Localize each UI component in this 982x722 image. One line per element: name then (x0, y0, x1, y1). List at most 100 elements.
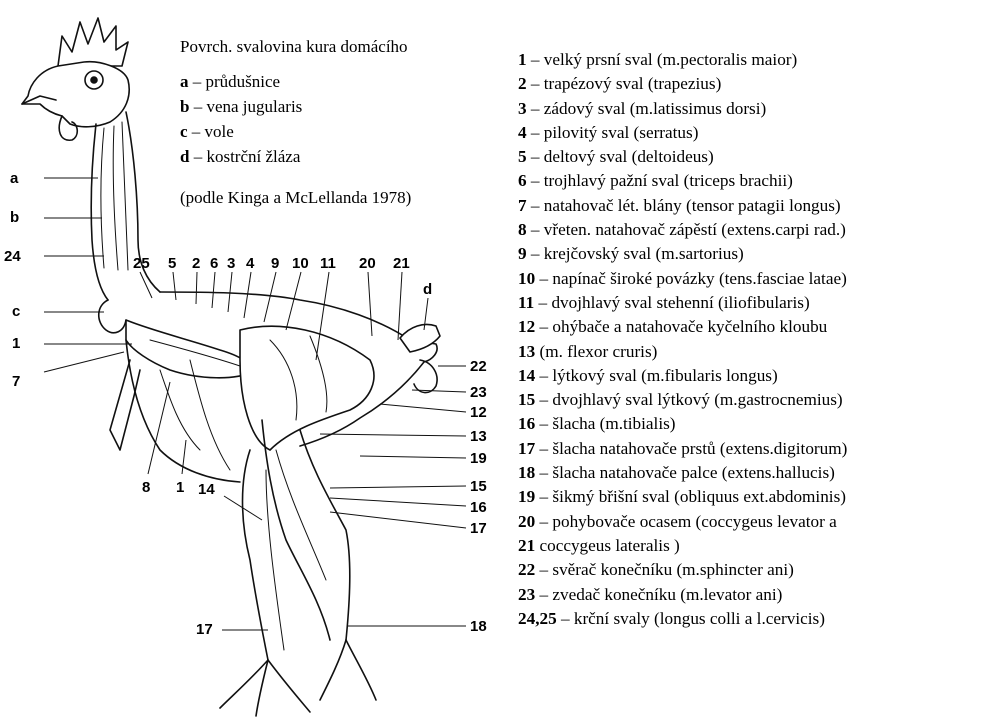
legend-text: vřeten. natahovač zápěstí (extens.carpi … (544, 220, 846, 239)
caption-key: a (180, 72, 189, 91)
legend-item: 11 – dvojhlavý sval stehenní (iliofibula… (518, 291, 847, 315)
label-12: 12 (470, 405, 487, 420)
label-9: 9 (271, 256, 279, 271)
label-10: 10 (292, 256, 309, 271)
legend-text: trapézový sval (trapezius) (544, 74, 722, 93)
caption-item: d – kostrční žláza (180, 144, 411, 169)
legend-number: 13 (518, 342, 535, 361)
legend-number: 9 (518, 244, 527, 263)
legend-item: 18 – šlacha natahovače palce (extens.hal… (518, 461, 847, 485)
legend-item: 6 – trojhlavý pažní sval (triceps brachi… (518, 169, 847, 193)
legend-item: 21 coccygeus lateralis ) (518, 534, 847, 558)
label-14: 14 (198, 482, 215, 497)
legend-text: krční svaly (longus colli a l.cervicis) (574, 609, 825, 628)
legend-item: 12 – ohýbače a natahovače kyčelního klou… (518, 315, 847, 339)
legend-item: 22 – svěrač konečníku (m.sphincter ani) (518, 558, 847, 582)
legend-number: 19 (518, 487, 535, 506)
legend-text: pohybovače ocasem (coccygeus levator a (552, 512, 836, 531)
label-d: d (423, 282, 432, 297)
legend-number: 12 (518, 317, 535, 336)
legend-text: (m. flexor cruris) (539, 342, 657, 361)
legend-text: velký prsní sval (m.pectoralis maior) (544, 50, 797, 69)
legend-number: 17 (518, 439, 535, 458)
legend-number: 7 (518, 196, 527, 215)
label-21: 21 (393, 256, 410, 271)
label-24: 24 (4, 249, 21, 264)
legend-number: 5 (518, 147, 527, 166)
label-8: 8 (142, 480, 150, 495)
label-1-left: 1 (12, 336, 20, 351)
legend-text: zádový sval (m.latissimus dorsi) (544, 99, 766, 118)
legend-text: šikmý břišní sval (obliquus ext.abdomini… (552, 487, 846, 506)
legend-text: lýtkový sval (m.fibularis longus) (552, 366, 777, 385)
legend-text: pilovitý sval (serratus) (544, 123, 699, 142)
caption-text: vole (205, 122, 234, 141)
legend-item: 13 (m. flexor cruris) (518, 340, 847, 364)
legend-item: 23 – zvedač konečníku (m.levator ani) (518, 583, 847, 607)
label-13: 13 (470, 429, 487, 444)
legend-number: 21 (518, 536, 535, 555)
legend-number: 24,25 (518, 609, 557, 628)
legend-text: šlacha natahovače prstů (extens.digitoru… (552, 439, 847, 458)
muscle-legend: 1 – velký prsní sval (m.pectoralis maior… (518, 48, 847, 631)
caption-item: c – vole (180, 119, 411, 144)
label-3: 3 (227, 256, 235, 271)
label-c: c (12, 304, 20, 319)
legend-item: 17 – šlacha natahovače prstů (extens.dig… (518, 437, 847, 461)
legend-number: 18 (518, 463, 535, 482)
legend-text: zvedač konečníku (m.levator ani) (552, 585, 782, 604)
legend-item: 20 – pohybovače ocasem (coccygeus levato… (518, 510, 847, 534)
legend-number: 1 (518, 50, 527, 69)
label-11: 11 (320, 256, 336, 271)
legend-text: krejčovský sval (m.sartorius) (544, 244, 744, 263)
caption-text: kostrční žláza (206, 147, 300, 166)
legend-number: 4 (518, 123, 527, 142)
legend-text: dvojhlavý sval stehenní (iliofibularis) (551, 293, 809, 312)
legend-number: 23 (518, 585, 535, 604)
legend-item: 19 – šikmý břišní sval (obliquus ext.abd… (518, 485, 847, 509)
legend-item: 9 – krejčovský sval (m.sartorius) (518, 242, 847, 266)
legend-item: 5 – deltový sval (deltoideus) (518, 145, 847, 169)
label-7: 7 (12, 374, 20, 389)
legend-number: 14 (518, 366, 535, 385)
legend-item: 24,25 – krční svaly (longus colli a l.ce… (518, 607, 847, 631)
legend-number: 6 (518, 171, 527, 190)
legend-number: 8 (518, 220, 527, 239)
label-a: a (10, 171, 18, 186)
caption-item: b – vena jugularis (180, 94, 411, 119)
legend-item: 15 – dvojhlavý sval lýtkový (m.gastrocne… (518, 388, 847, 412)
label-16: 16 (470, 500, 487, 515)
label-6: 6 (210, 256, 218, 271)
caption-source: (podle Kinga a McLellanda 1978) (180, 185, 411, 210)
label-22: 22 (470, 359, 487, 374)
legend-item: 2 – trapézový sval (trapezius) (518, 72, 847, 96)
caption-key: c (180, 122, 188, 141)
label-1-bottom: 1 (176, 480, 184, 495)
legend-text: deltový sval (deltoideus) (544, 147, 714, 166)
legend-text: svěrač konečníku (m.sphincter ani) (552, 560, 794, 579)
caption-text: průdušnice (206, 72, 281, 91)
label-5: 5 (168, 256, 176, 271)
legend-number: 3 (518, 99, 527, 118)
legend-number: 11 (518, 293, 534, 312)
figure-caption: Povrch. svalovina kura domácího a – průd… (180, 34, 411, 210)
label-19: 19 (470, 451, 487, 466)
caption-key: d (180, 147, 189, 166)
label-b: b (10, 210, 19, 225)
label-4: 4 (246, 256, 254, 271)
legend-item: 1 – velký prsní sval (m.pectoralis maior… (518, 48, 847, 72)
legend-number: 16 (518, 414, 535, 433)
legend-item: 3 – zádový sval (m.latissimus dorsi) (518, 97, 847, 121)
legend-text: napínač široké povázky (tens.fasciae lat… (552, 269, 846, 288)
legend-text: trojhlavý pažní sval (triceps brachii) (544, 171, 793, 190)
legend-number: 20 (518, 512, 535, 531)
caption-title: Povrch. svalovina kura domácího (180, 34, 411, 59)
caption-text: vena jugularis (206, 97, 302, 116)
label-17-right: 17 (470, 521, 487, 536)
legend-item: 8 – vřeten. natahovač zápěstí (extens.ca… (518, 218, 847, 242)
legend-text: dvojhlavý sval lýtkový (m.gastrocnemius) (552, 390, 842, 409)
legend-item: 14 – lýtkový sval (m.fibularis longus) (518, 364, 847, 388)
legend-text: ohýbače a natahovače kyčelního kloubu (552, 317, 827, 336)
legend-number: 15 (518, 390, 535, 409)
legend-text: šlacha natahovače palce (extens.hallucis… (552, 463, 835, 482)
